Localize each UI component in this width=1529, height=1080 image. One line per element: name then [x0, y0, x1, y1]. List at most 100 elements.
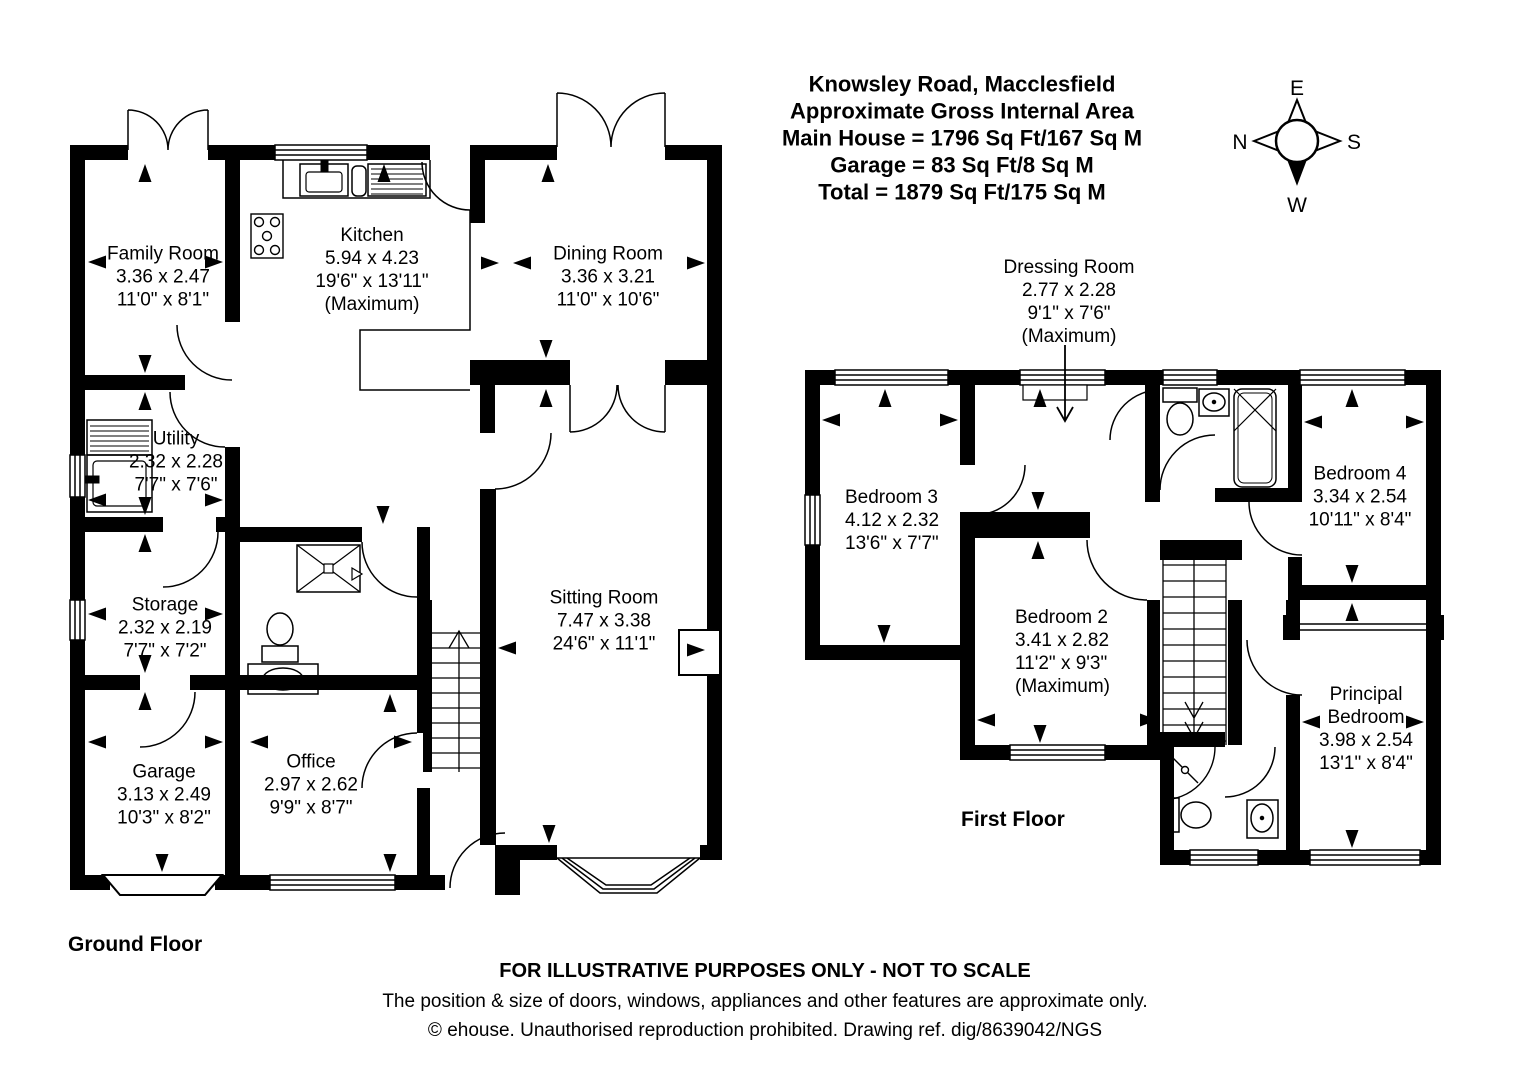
family-door [176, 324, 233, 381]
room-metric: 2.32 x 2.28 [128, 451, 224, 473]
compass-label-left: N [1232, 131, 1247, 154]
dressing-door [1109, 389, 1161, 441]
kitchen-window [274, 144, 368, 161]
room-imperial: 7'7" x 7'2" [123, 640, 207, 662]
cloakroom-toilet-icon [261, 612, 299, 663]
total-area: Total = 1879 Sq Ft/175 Sq M [818, 179, 1106, 205]
bathroom-toilet-icon [1162, 387, 1198, 436]
title-block: Knowsley Road, Macclesfield Approximate … [782, 71, 1142, 206]
family-french-doors [127, 109, 209, 151]
utility-door [169, 391, 226, 448]
room-name: Dining Room [553, 243, 663, 265]
room-imperial: 10'3" x 8'2" [117, 807, 211, 829]
room-imperial: 9'1" x 7'6" [1027, 303, 1111, 324]
wardrobe-line [1297, 623, 1430, 631]
ground-floor-plan [69, 92, 722, 896]
room-metric: 3.41 x 2.82 [1015, 630, 1110, 651]
bedroom3-window [834, 369, 949, 386]
room-note: (Maximum) [1021, 326, 1117, 347]
room-label-utility: Utility 2.32 x 2.28 7'7" x 7'6" [129, 428, 223, 497]
room-note: (Maximum) [324, 294, 420, 315]
ground-dimension-arrows [88, 164, 705, 872]
room-metric: 4.12 x 2.32 [845, 510, 940, 531]
garage-internal-door [139, 691, 196, 748]
property-address: Knowsley Road, Macclesfield [808, 71, 1116, 97]
cloakroom-door [361, 541, 418, 598]
sitting-room-door [494, 432, 552, 490]
room-name: Office [286, 751, 336, 773]
bay-window [556, 857, 701, 894]
cloakroom-basin-icon [247, 663, 319, 695]
room-imperial: 9'9" x 8'7" [269, 797, 353, 819]
bathroom-door [1159, 434, 1216, 491]
first-floor-doors [974, 389, 1303, 798]
room-name: Family Room [107, 243, 219, 265]
first-dimension-arrows [822, 389, 1424, 848]
compass-label-bottom: W [1287, 194, 1307, 217]
footer-disclaimer: FOR ILLUSTRATIVE PURPOSES ONLY - NOT TO … [499, 960, 1031, 982]
dining-sitting-doors [569, 384, 666, 433]
room-imperial: 13'1" x 8'4" [1319, 753, 1413, 774]
kitchen-peninsula [359, 210, 471, 391]
utility-sink-icon [85, 454, 153, 513]
room-imperial: 19'6" x 13'11" [315, 271, 429, 292]
room-name: Bedroom 2 [1015, 607, 1108, 628]
dressing-pointer-arrow [1056, 345, 1074, 423]
footer-approximate-note: The position & size of doors, windows, a… [382, 991, 1148, 1012]
room-metric: 7.47 x 3.38 [556, 610, 652, 632]
stairs-up-arrow [448, 629, 470, 772]
room-label-dining: Dining Room 3.36 x 3.21 11'0" x 10'6" [553, 243, 663, 312]
room-metric: 2.97 x 2.62 [263, 774, 359, 796]
bathroom-basin-icon [1198, 388, 1230, 417]
compass-rose: E N S W [1232, 77, 1361, 217]
room-metric: 2.32 x 2.19 [117, 617, 213, 639]
bathroom-window [1162, 369, 1218, 386]
room-imperial: 7'7" x 7'6" [134, 474, 218, 496]
room-metric: 2.77 x 2.28 [1021, 280, 1117, 301]
room-label-storage: Storage 2.32 x 2.19 7'7" x 7'2" [118, 594, 212, 663]
room-metric: 3.98 x 2.54 [1318, 730, 1414, 751]
kitchen-counter [282, 160, 471, 391]
garage-door [100, 874, 225, 896]
bedroom2-window [1009, 744, 1106, 761]
stairs-down-arrow [1184, 560, 1204, 740]
compass-label-top: E [1290, 77, 1304, 100]
room-label-bedroom2: Bedroom 2 3.41 x 2.82 11'2" x 9'3" (Maxi… [1015, 606, 1110, 698]
footer-copyright: © ehouse. Unauthorised reproduction proh… [427, 1020, 1103, 1041]
utility-window [69, 454, 86, 498]
room-imperial: 13'6" x 7'7" [845, 533, 939, 554]
room-note: (Maximum) [1015, 676, 1110, 697]
room-name: Sitting Room [549, 587, 659, 609]
office-window [269, 874, 396, 891]
compass-circle [1274, 118, 1320, 164]
principal-window [1309, 849, 1421, 866]
principal-door [1246, 639, 1303, 696]
ground-floor-windows [69, 144, 396, 891]
room-label-office: Office 2.97 x 2.62 9'9" x 8'7" [264, 751, 358, 820]
room-name: Bedroom 3 [845, 487, 938, 508]
room-label-family: Family Room 3.36 x 2.47 11'0" x 8'1" [107, 243, 219, 312]
room-label-bedroom4: Bedroom 4 3.34 x 2.54 10'11" x 8'4" [1309, 463, 1412, 532]
office-door [361, 732, 418, 789]
first-floor-walls [805, 370, 1444, 865]
bedroom3-side-window [804, 494, 821, 546]
sink-drainer [367, 163, 427, 197]
ensuite-window [1189, 849, 1259, 866]
room-imperial: 24'6" x 11'1" [552, 633, 656, 655]
garage-area: Garage = 83 Sq Ft/8 Sq M [830, 152, 1094, 178]
room-imperial: 11'0" x 8'1" [116, 289, 210, 311]
ensuite-door [1224, 746, 1276, 798]
storage-window [69, 599, 86, 641]
sink-drainer-small [351, 165, 367, 197]
room-metric: 3.36 x 2.47 [115, 266, 211, 288]
room-name: Principal Bedroom [1327, 684, 1405, 728]
room-name: Kitchen [340, 225, 404, 246]
title-subtitle: Approximate Gross Internal Area [790, 98, 1134, 124]
ensuite-basin-icon [1246, 799, 1279, 839]
dining-french-doors [556, 92, 666, 148]
room-label-principal: Principal Bedroom 3.98 x 2.54 13'1" x 8'… [1301, 683, 1431, 775]
room-imperial: 11'0" x 10'6" [556, 289, 660, 311]
ensuite-toilet-icon [1164, 797, 1212, 833]
